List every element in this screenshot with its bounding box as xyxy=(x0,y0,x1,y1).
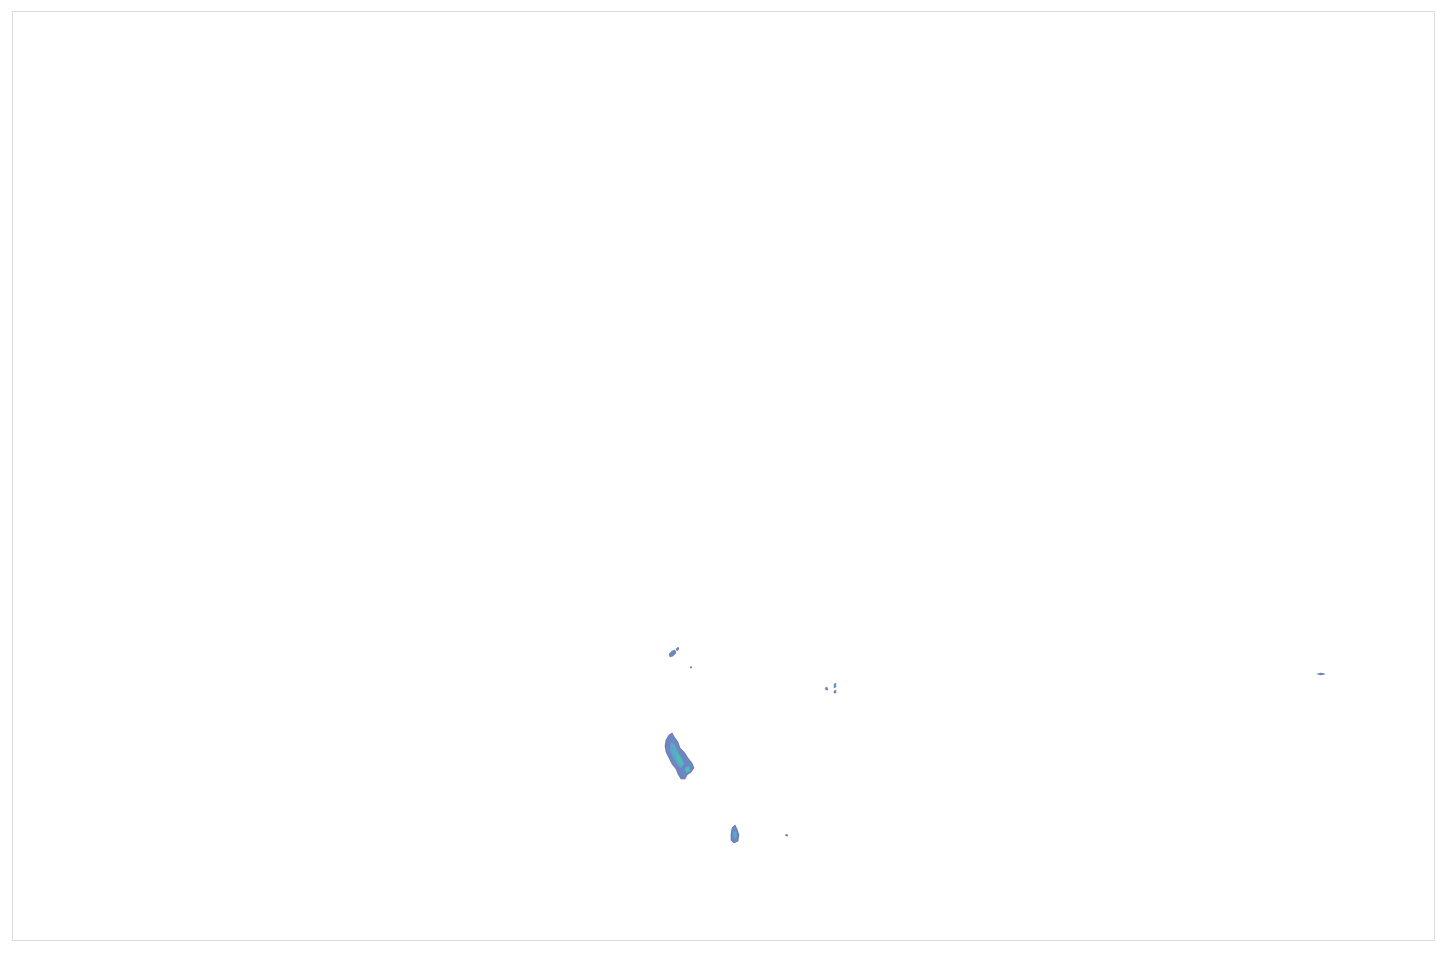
island-feature xyxy=(668,649,677,658)
island-feature xyxy=(833,689,837,694)
map-frame[interactable] xyxy=(12,11,1435,941)
island-feature xyxy=(1316,672,1326,676)
island-feature xyxy=(833,682,837,689)
island-feature xyxy=(784,833,789,837)
island-feature xyxy=(824,686,829,691)
island-feature xyxy=(733,831,737,839)
island-feature xyxy=(675,646,680,652)
island-feature xyxy=(676,752,683,765)
island-feature xyxy=(685,766,690,773)
island-feature xyxy=(689,665,693,669)
land-features xyxy=(664,646,1326,844)
